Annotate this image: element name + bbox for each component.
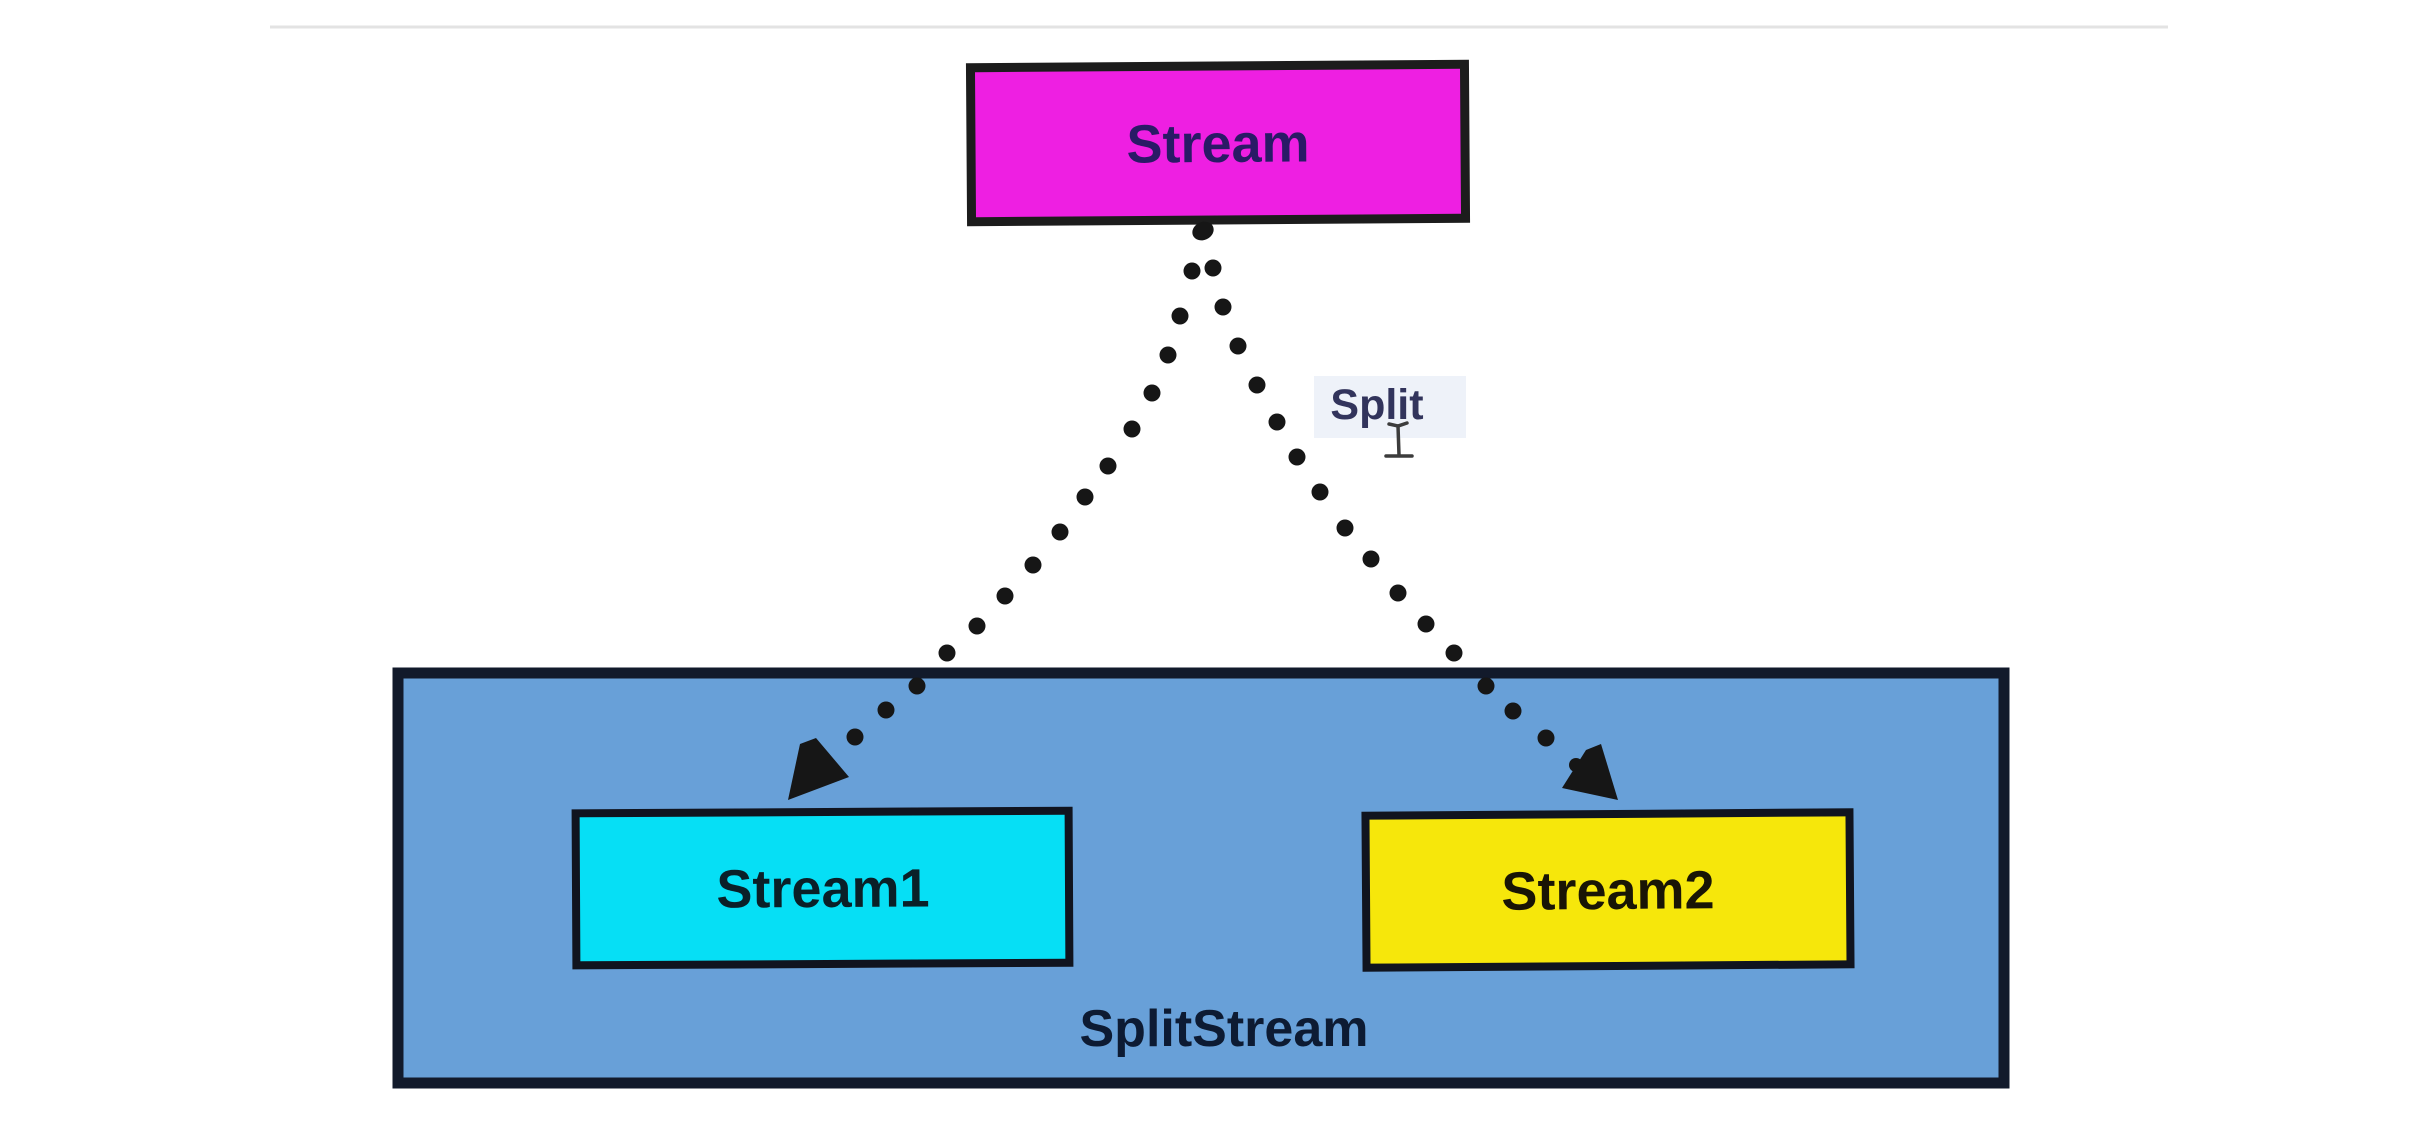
stream1-box[interactable] [571, 806, 1074, 970]
arrowhead-right [1562, 744, 1618, 800]
stream-box-label: Stream [1126, 113, 1310, 174]
text-cursor-icon [1384, 421, 1414, 458]
stream2-box[interactable] [1361, 808, 1855, 972]
stream2-box-label: Stream2 [1501, 860, 1715, 921]
split-label-highlight [1314, 376, 1466, 438]
stream-box[interactable] [965, 59, 1471, 227]
arrowhead-left [788, 738, 849, 800]
splitstream-container-label: SplitStream [1080, 1000, 1369, 1058]
dotted-connector-left [816, 221, 1214, 771]
stream1-box-label: Stream1 [716, 858, 929, 919]
split-edge-label[interactable]: Split [1330, 381, 1423, 429]
